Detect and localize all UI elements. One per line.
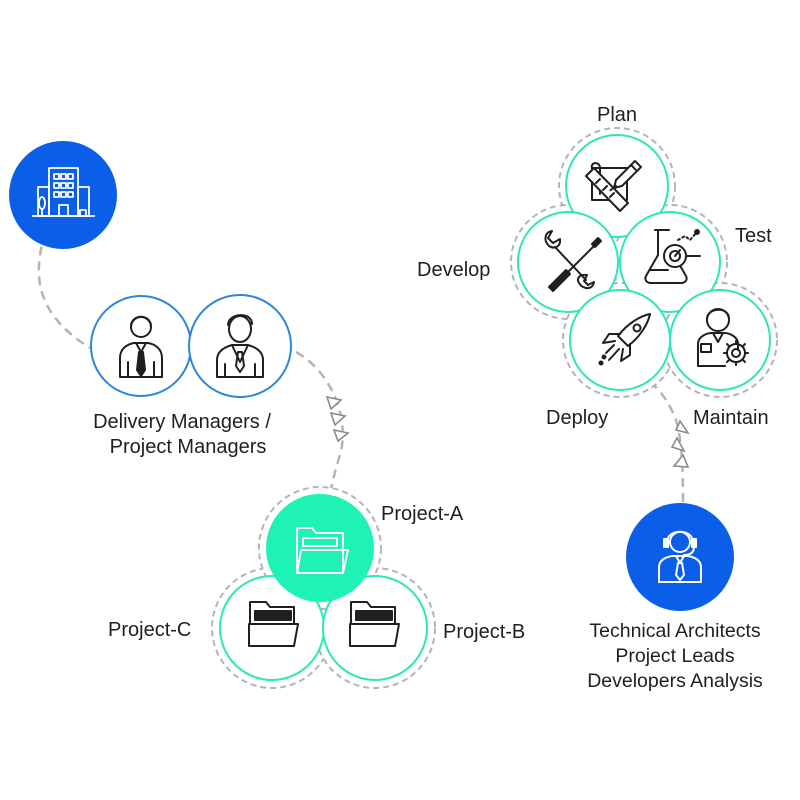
arrowhead (670, 436, 686, 453)
team-label-line3: Developers Analysis (587, 670, 763, 692)
developer-headset-icon (658, 530, 702, 583)
lifecycle-cluster: Plan Develop Test Deploy Maintain (417, 104, 778, 429)
arrowhead (672, 453, 690, 468)
building-node (9, 141, 117, 249)
arrowhead (332, 428, 350, 443)
maintain-label: Maintain (693, 407, 769, 429)
tools-icon (544, 230, 602, 292)
manager-male-icon (119, 315, 163, 378)
project-a-circle (266, 494, 374, 602)
managers-label-line1: Delivery Managers / (93, 411, 271, 433)
plan-label: Plan (597, 104, 637, 126)
flask-gauge-icon (644, 229, 701, 284)
arrowhead (674, 419, 690, 435)
connector-managers-to-projects (295, 350, 344, 503)
arrowhead (325, 395, 343, 411)
rocket-icon (598, 313, 651, 366)
connector-building-to-managers (37, 231, 91, 350)
team-node: Technical Architects Project Leads Devel… (587, 503, 763, 692)
building-node-circle (9, 141, 117, 249)
blueprint-pencil-icon (585, 160, 642, 212)
manager-suited-icon (216, 314, 264, 378)
managers-node: Delivery Managers / Project Managers (90, 294, 292, 458)
manager-circle-left (90, 295, 192, 397)
managers-label-line2: Project Managers (110, 436, 267, 458)
building-icon (32, 167, 95, 217)
team-label-line1: Technical Architects (589, 620, 760, 642)
folder-icon (349, 601, 400, 647)
open-folder-icon (296, 527, 349, 574)
deploy-label: Deploy (546, 407, 608, 429)
arrowhead (329, 411, 347, 427)
connector-team-to-lifecycle (647, 379, 685, 503)
project-b-label: Project-B (443, 621, 525, 643)
folder-icon (248, 601, 299, 647)
project-a-label: Project-A (381, 503, 464, 525)
team-label-line2: Project Leads (615, 645, 734, 667)
project-c-label: Project-C (108, 619, 191, 641)
deploy-circle (569, 289, 671, 391)
projects-cluster: Project-A Project-B Project-C (108, 486, 525, 689)
arrowheads (325, 395, 690, 468)
test-label: Test (735, 225, 772, 247)
develop-label: Develop (417, 259, 490, 281)
engineer-gear-icon (697, 308, 749, 367)
